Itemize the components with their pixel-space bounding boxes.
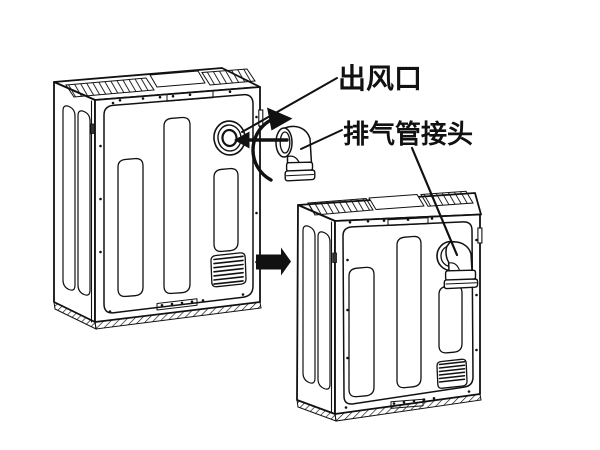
louver-vent-installed [436, 358, 468, 389]
callouts: 出风口 排气管接头 [241, 62, 473, 257]
leader-connector-installed [410, 146, 459, 257]
unit2-right-edge-clip [477, 227, 483, 244]
label-air-outlet: 出风口 [338, 62, 422, 95]
unit2-top-vents [307, 190, 474, 216]
unit2-top-joint [387, 217, 429, 226]
unit2-left-edge-clip [332, 252, 337, 263]
insert-arrowhead-icon [234, 131, 250, 149]
unit-before-view [53, 67, 264, 330]
installed-elbow-collar [443, 269, 479, 290]
unit1-base-hatch-side [53, 301, 97, 330]
unit2-panel-border [342, 221, 474, 405]
louver-vent-before [210, 252, 247, 288]
leader-connector-part [300, 129, 343, 150]
unit1-top-joint [166, 90, 214, 102]
unit1-panel-slots [117, 116, 239, 298]
unit2-side-slots [302, 221, 333, 413]
next-step-arrow-icon [256, 247, 291, 276]
unit-after-view [296, 190, 483, 422]
leader-air-outlet [241, 77, 338, 133]
label-exhaust-connector: 排气管接头 [343, 119, 473, 150]
unit2-screws [344, 217, 478, 409]
unit1-bottom-joint [156, 298, 198, 311]
elbow-collar [284, 161, 316, 182]
insert-arrow [234, 131, 289, 149]
unit1-left-edge-clip [90, 123, 95, 134]
unit2-base-hatch-side [296, 399, 337, 422]
unit2-bottom-joint [390, 398, 424, 409]
unit1-right-edge-clip [258, 109, 264, 127]
exhaust-connector-installed [436, 240, 479, 290]
exhaust-connector-part [275, 125, 316, 182]
unit1-side-slots [62, 100, 93, 323]
air-outlet [213, 120, 246, 156]
unit1-panel-border [103, 93, 254, 314]
unit1-top-vents [65, 68, 256, 98]
unit2-panel-slots [348, 235, 463, 398]
